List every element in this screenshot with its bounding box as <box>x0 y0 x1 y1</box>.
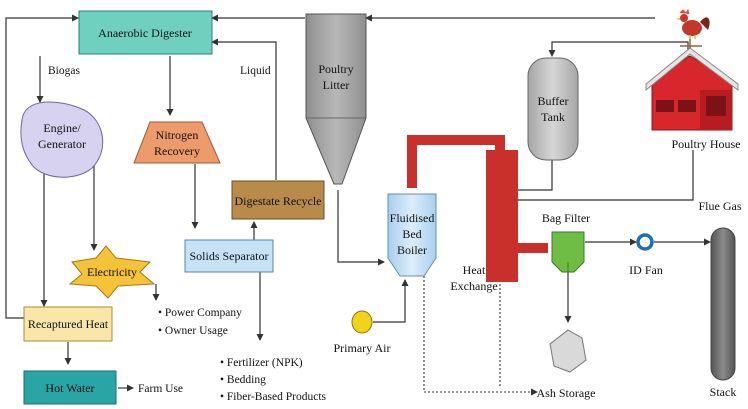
farm-use-label: Farm Use <box>138 383 183 395</box>
svg-text:Bag Filter: Bag Filter <box>542 211 590 225</box>
heat-exchange-label: Heat Exchange <box>450 263 497 293</box>
svg-text:Primary Air: Primary Air <box>334 341 391 355</box>
svg-text:Anaerobic Digester: Anaerobic Digester <box>98 26 192 40</box>
svg-text:Heat: Heat <box>463 263 486 277</box>
nitrogen-recovery: Nitrogen Recovery <box>133 121 221 164</box>
svg-text:Buffer: Buffer <box>537 94 568 108</box>
svg-text:Poultry House: Poultry House <box>672 137 741 151</box>
svg-text:Tank: Tank <box>541 110 565 124</box>
primary-air: Primary Air <box>334 310 391 355</box>
rooster-icon <box>676 8 710 39</box>
svg-text:Ash Storage: Ash Storage <box>537 386 596 400</box>
svg-text:Recovery: Recovery <box>154 144 200 158</box>
hot-water: Hot Water <box>23 370 117 405</box>
solids-separator: Solids Separator <box>184 239 274 273</box>
solid-products: • Fertilizer (NPK) • Bedding • Fiber-Bas… <box>220 357 327 403</box>
svg-text:ID Fan: ID Fan <box>629 263 663 277</box>
liquid-label: Liquid <box>240 65 271 77</box>
electricity-uses: • Power Company • Owner Usage <box>158 307 242 337</box>
svg-text:Electricity: Electricity <box>87 265 137 279</box>
svg-text:Nitrogen: Nitrogen <box>156 128 199 142</box>
svg-text:Recaptured Heat: Recaptured Heat <box>28 317 109 331</box>
flue-gas-label: Flue Gas <box>699 199 742 213</box>
biogas-label: Biogas <box>48 65 80 77</box>
svg-text:Litter: Litter <box>323 78 350 92</box>
connectors <box>5 14 711 396</box>
svg-text:Fluidised: Fluidised <box>390 211 435 225</box>
svg-text:Solids Separator: Solids Separator <box>190 249 269 263</box>
use-item: • Power Company <box>158 307 242 319</box>
recaptured-heat: Recaptured Heat <box>23 306 113 342</box>
digestate-recycle: Digestate Recycle <box>231 180 325 220</box>
buffer-tank: Buffer Tank <box>527 57 579 161</box>
stack: Stack <box>710 227 737 399</box>
svg-text:Bed: Bed <box>402 227 421 241</box>
svg-text:Engine/: Engine/ <box>43 121 81 135</box>
electricity: Electricity <box>68 245 156 299</box>
fluidised-bed-boiler: Fluidised Bed Boiler <box>387 193 437 277</box>
product-item: • Bedding <box>220 374 266 386</box>
svg-text:Exchange: Exchange <box>450 279 497 293</box>
use-item: • Owner Usage <box>158 325 228 337</box>
svg-text:Digestate Recycle: Digestate Recycle <box>235 194 322 208</box>
svg-text:Boiler: Boiler <box>397 243 427 257</box>
id-fan: ID Fan <box>629 233 663 277</box>
poultry-house: Poultry House <box>645 8 741 151</box>
svg-text:Generator: Generator <box>38 137 86 151</box>
heat-exchanger <box>407 135 548 282</box>
svg-text:Hot Water: Hot Water <box>45 381 94 395</box>
poultry-litter-silo: Poultry Litter <box>305 13 367 185</box>
product-item: • Fertilizer (NPK) <box>220 357 303 369</box>
product-item: • Fiber-Based Products <box>220 391 327 403</box>
bag-filter: Bag Filter <box>542 211 590 273</box>
anaerobic-digester: Anaerobic Digester <box>78 10 213 55</box>
svg-text:Stack: Stack <box>710 385 737 399</box>
ash-storage: Ash Storage <box>537 329 596 400</box>
svg-text:Poultry: Poultry <box>318 62 353 76</box>
engine-generator: Engine/ Generator <box>20 101 104 178</box>
